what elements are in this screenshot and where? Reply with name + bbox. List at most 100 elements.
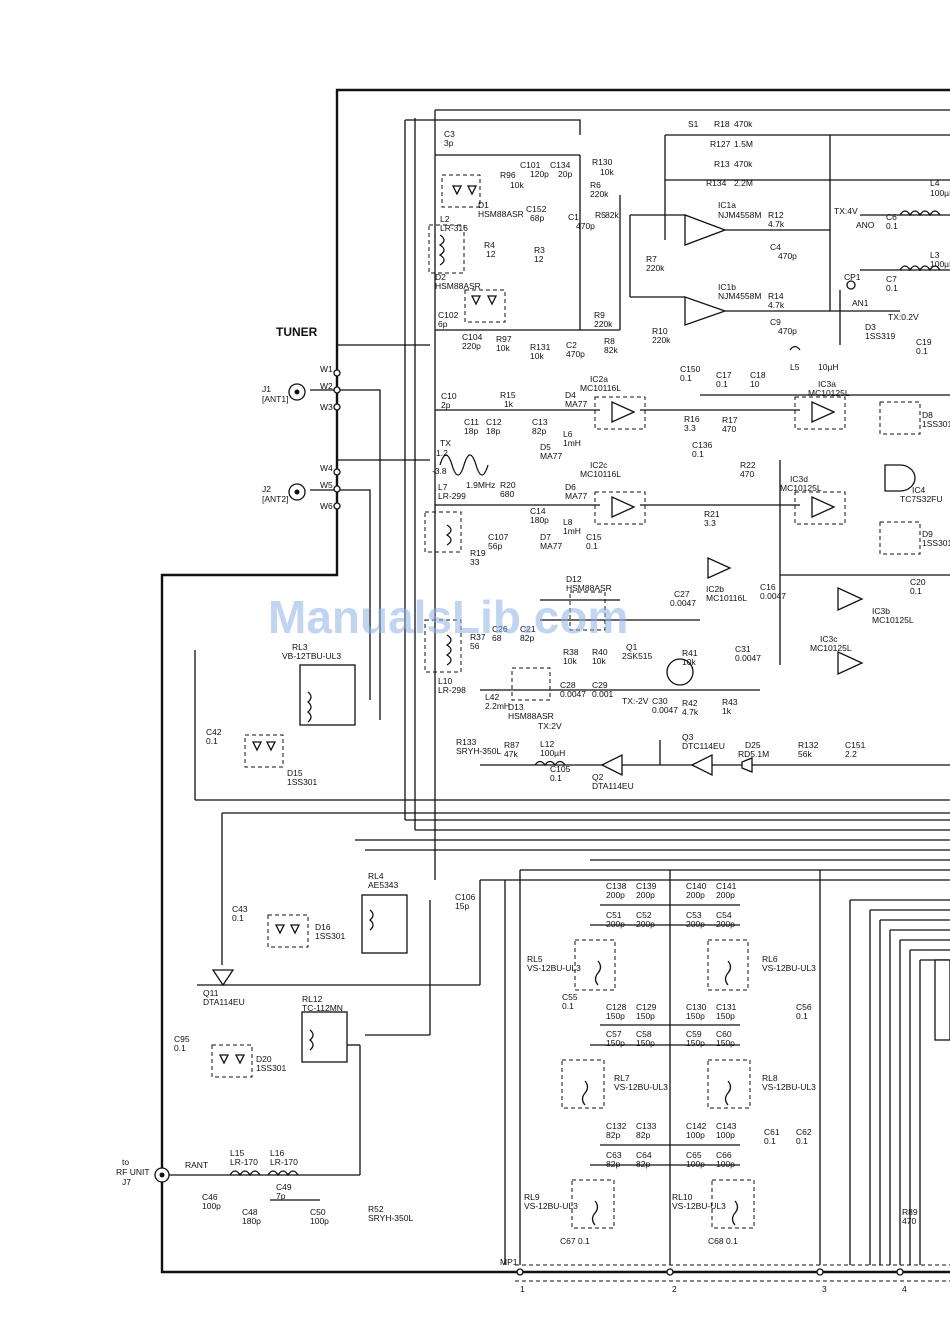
svg-text:12: 12 xyxy=(534,254,544,264)
svg-text:R96: R96 xyxy=(500,170,516,180)
svg-text:C130: C130 xyxy=(686,1002,707,1012)
svg-text:VB-12TBU-UL3: VB-12TBU-UL3 xyxy=(282,651,341,661)
svg-text:D5: D5 xyxy=(540,442,551,452)
svg-text:MC10125L: MC10125L xyxy=(872,615,914,625)
svg-text:0.1: 0.1 xyxy=(726,1236,738,1246)
svg-text:R87: R87 xyxy=(504,740,520,750)
svg-text:150p: 150p xyxy=(716,1011,735,1021)
svg-text:C2: C2 xyxy=(566,340,577,350)
svg-text:C107: C107 xyxy=(488,532,509,542)
svg-text:RD5.1M: RD5.1M xyxy=(738,749,769,759)
svg-text:56: 56 xyxy=(470,641,480,651)
svg-text:R97: R97 xyxy=(496,334,512,344)
svg-text:C63: C63 xyxy=(606,1150,622,1160)
lpf-bank xyxy=(561,904,950,1229)
svg-text:C16: C16 xyxy=(760,582,776,592)
svg-text:C141: C141 xyxy=(716,881,737,891)
svg-text:NJM4558M: NJM4558M xyxy=(718,210,761,220)
svg-text:R7: R7 xyxy=(646,254,657,264)
svg-text:C9: C9 xyxy=(770,317,781,327)
svg-text:RL6: RL6 xyxy=(762,954,778,964)
svg-text:L8: L8 xyxy=(563,517,573,527)
svg-text:C106: C106 xyxy=(455,892,476,902)
svg-text:C49: C49 xyxy=(276,1182,292,1192)
w4-label: W4 xyxy=(320,463,333,473)
svg-text:200p: 200p xyxy=(686,890,705,900)
svg-text:LR-298: LR-298 xyxy=(438,685,466,695)
svg-text:C43: C43 xyxy=(232,904,248,914)
svg-text:L2: L2 xyxy=(440,214,450,224)
svg-text:0.1: 0.1 xyxy=(174,1043,186,1053)
svg-text:RL3: RL3 xyxy=(292,642,308,652)
svg-text:DTA114EU: DTA114EU xyxy=(592,781,634,791)
w2-label: W2 xyxy=(320,381,333,391)
svg-text:R43: R43 xyxy=(722,697,738,707)
svg-text:RL9: RL9 xyxy=(524,1192,540,1202)
svg-text:IC1b: IC1b xyxy=(718,282,736,292)
section-label: TUNER xyxy=(276,325,318,339)
svg-text:R16: R16 xyxy=(684,414,700,424)
svg-text:150p: 150p xyxy=(636,1038,655,1048)
svg-text:IC2b: IC2b xyxy=(706,584,724,594)
svg-text:0.1: 0.1 xyxy=(716,379,728,389)
svg-text:LR-170: LR-170 xyxy=(270,1157,298,1167)
svg-text:C20: C20 xyxy=(910,577,926,587)
svg-text:RL5: RL5 xyxy=(527,954,543,964)
svg-text:R18: R18 xyxy=(714,119,730,129)
svg-text:C53: C53 xyxy=(686,910,702,920)
svg-text:4: 4 xyxy=(902,1284,907,1294)
svg-text:2.2mH: 2.2mH xyxy=(485,701,510,711)
svg-text:HSM88ASR: HSM88ASR xyxy=(566,583,612,593)
q1-symbol xyxy=(666,658,694,686)
svg-text:150p: 150p xyxy=(606,1038,625,1048)
svg-text:VS-12BU-UL3: VS-12BU-UL3 xyxy=(762,963,816,973)
rf-out-unit: RF UNIT xyxy=(116,1167,150,1177)
svg-text:C3: C3 xyxy=(444,129,455,139)
svg-text:TX:-2V: TX:-2V xyxy=(622,696,649,706)
svg-text:1.9MHz: 1.9MHz xyxy=(466,480,495,490)
svg-text:470k: 470k xyxy=(734,119,753,129)
svg-text:C11: C11 xyxy=(464,417,479,427)
svg-text:C12: C12 xyxy=(486,417,502,427)
svg-text:C132: C132 xyxy=(606,1121,627,1131)
svg-text:ANO: ANO xyxy=(856,220,875,230)
svg-text:C28: C28 xyxy=(560,680,576,690)
svg-text:HSM88ASR: HSM88ASR xyxy=(478,209,524,219)
svg-text:C150: C150 xyxy=(680,364,701,374)
svg-text:6p: 6p xyxy=(438,319,448,329)
svg-text:470k: 470k xyxy=(734,159,753,169)
svg-text:R8: R8 xyxy=(604,336,615,346)
svg-text:Q1: Q1 xyxy=(626,642,638,652)
svg-text:R127: R127 xyxy=(710,139,731,149)
svg-text:470p: 470p xyxy=(566,349,585,359)
svg-text:MC10125L: MC10125L xyxy=(810,643,852,653)
svg-text:DTC114EU: DTC114EU xyxy=(682,741,725,751)
svg-text:56k: 56k xyxy=(798,749,812,759)
svg-text:R133: R133 xyxy=(456,737,477,747)
svg-text:470: 470 xyxy=(722,424,736,434)
svg-text:D16: D16 xyxy=(315,922,331,932)
svg-text:R5: R5 xyxy=(595,210,606,220)
svg-text:0.1: 0.1 xyxy=(796,1136,808,1146)
svg-text:3p: 3p xyxy=(444,138,454,148)
svg-text:IC3c: IC3c xyxy=(820,634,838,644)
svg-text:7p: 7p xyxy=(276,1191,286,1201)
svg-text:R132: R132 xyxy=(798,740,819,750)
svg-text:C54: C54 xyxy=(716,910,732,920)
svg-text:56p: 56p xyxy=(488,541,502,551)
svg-text:4.7k: 4.7k xyxy=(768,300,785,310)
svg-text:R19: R19 xyxy=(470,548,486,558)
svg-text:20p: 20p xyxy=(558,169,572,179)
svg-text:0.1: 0.1 xyxy=(692,449,704,459)
svg-text:L16: L16 xyxy=(270,1148,284,1158)
svg-text:TC7S32FU: TC7S32FU xyxy=(900,494,943,504)
svg-text:C102: C102 xyxy=(438,310,459,320)
svg-text:VS-12BU-UL3: VS-12BU-UL3 xyxy=(524,1201,578,1211)
svg-text:R41: R41 xyxy=(682,648,698,658)
svg-text:D3: D3 xyxy=(865,322,876,332)
svg-text:1SS319: 1SS319 xyxy=(865,331,896,341)
rant-label: RANT xyxy=(185,1160,208,1170)
